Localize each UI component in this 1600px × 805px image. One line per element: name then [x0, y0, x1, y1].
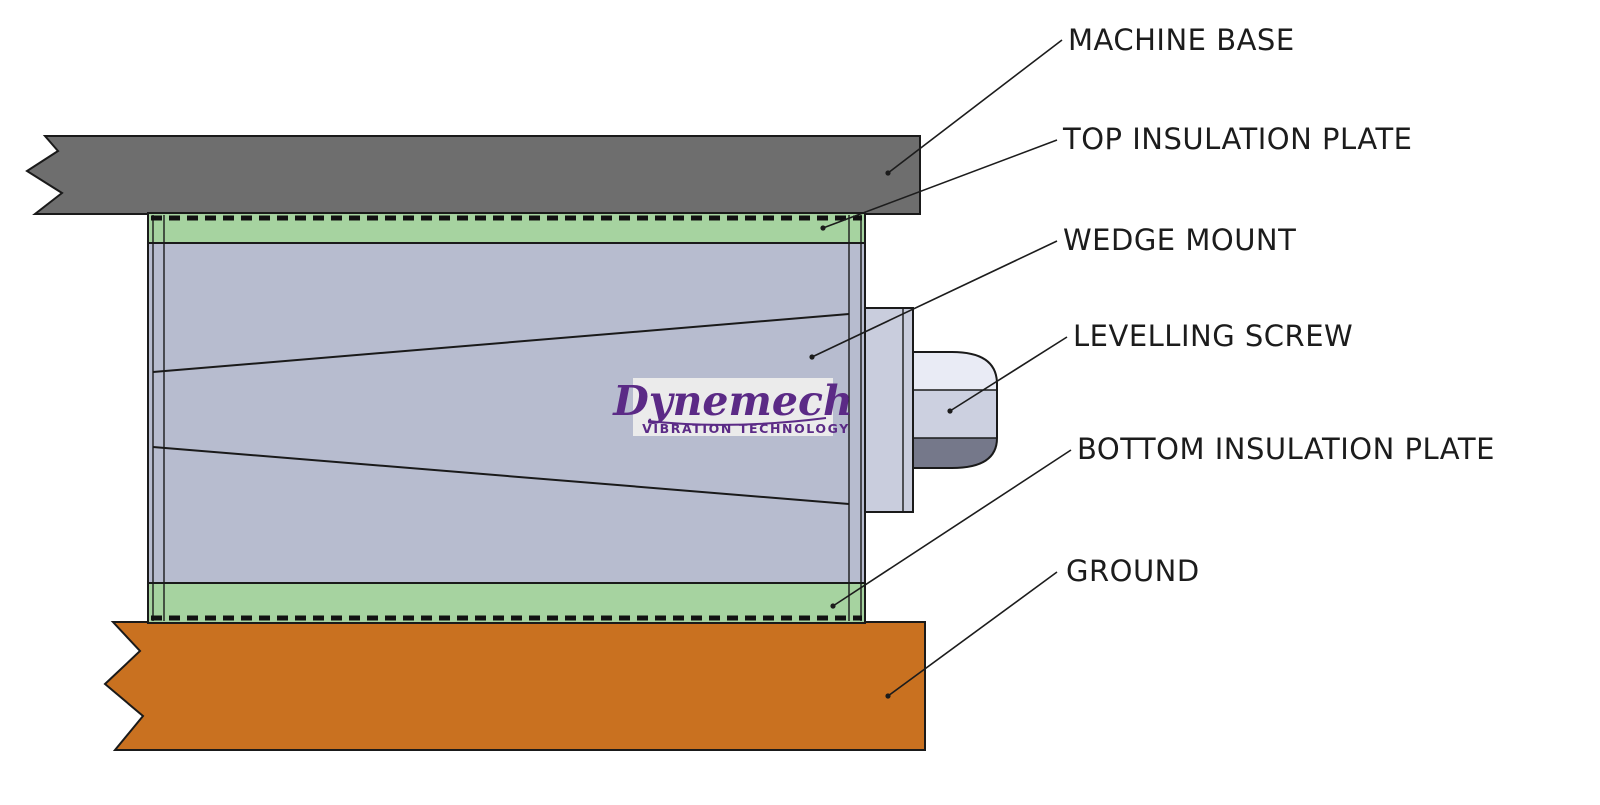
- levelling-screw-hex-top: [913, 352, 997, 390]
- leader-levelling-screw: [949, 336, 1068, 412]
- bottom-insulation-plate-shape: [147, 582, 866, 624]
- logo-tagline-text: VIBRATION TECHNOLOGY: [642, 421, 850, 436]
- leader-wedge-mount: [811, 240, 1058, 358]
- leader-dot-bottom-insulation-plate: [830, 603, 836, 609]
- leader-dot-levelling-screw: [947, 408, 953, 414]
- leader-dot-top-insulation-plate: [820, 225, 826, 231]
- label-ground: GROUND: [1066, 554, 1200, 588]
- leader-dot-machine-base: [885, 170, 891, 176]
- ground-shape: [103, 621, 926, 751]
- wedge-lower-diagonal: [152, 446, 850, 505]
- levelling-screw-hex-mid: [913, 390, 997, 438]
- label-bottom-insulation-plate: BOTTOM INSULATION PLATE: [1077, 432, 1495, 466]
- label-levelling-screw: LEVELLING SCREW: [1073, 319, 1353, 353]
- leader-dot-wedge-mount: [809, 354, 815, 360]
- leader-machine-base: [887, 39, 1063, 174]
- part-labels: MACHINE BASE TOP INSULATION PLATE WEDGE …: [1062, 23, 1495, 588]
- logo-underline-flourish: [647, 417, 827, 426]
- label-top-insulation-plate: TOP INSULATION PLATE: [1062, 122, 1412, 156]
- top-insulation-plate-shape: [147, 212, 866, 244]
- label-wedge-mount: WEDGE MOUNT: [1063, 223, 1296, 257]
- dynemech-logo: Dynemech VIBRATION TECHNOLOGY: [612, 377, 853, 436]
- machine-base-shape: [25, 135, 921, 215]
- leader-bottom-insulation-plate: [832, 449, 1072, 607]
- leader-top-insulation-plate: [822, 139, 1058, 229]
- logo-brand-text: Dynemech: [612, 377, 853, 425]
- levelling-screw-plate: [864, 307, 914, 513]
- leader-lines: [809, 39, 1072, 699]
- logo-background: [633, 378, 833, 436]
- label-machine-base: MACHINE BASE: [1068, 23, 1295, 57]
- leader-dot-ground: [885, 693, 891, 699]
- leader-ground: [887, 571, 1058, 697]
- wedge-upper-diagonal: [152, 313, 850, 373]
- levelling-screw-hex-bottom: [913, 438, 997, 468]
